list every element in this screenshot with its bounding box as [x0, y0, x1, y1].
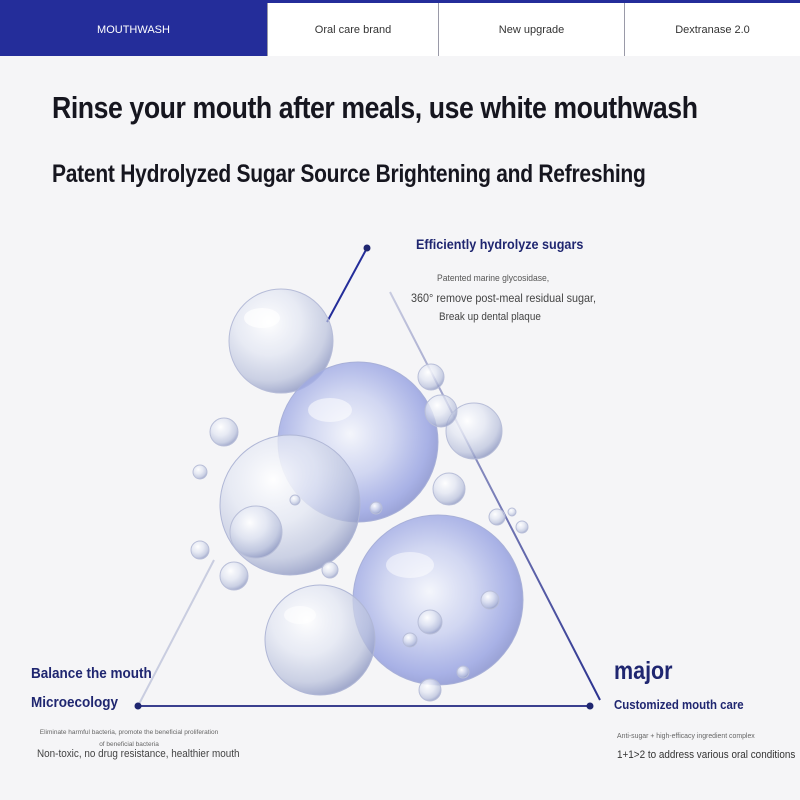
tab-dextranase[interactable]: Dextranase 2.0	[675, 23, 750, 36]
bubble-large-center	[277, 361, 439, 523]
bubble-large-top	[228, 288, 334, 394]
tab-new-upgrade[interactable]: New upgrade	[439, 3, 625, 56]
triangle-line-right	[389, 291, 601, 701]
point-top-line3: Break up dental plaque	[439, 311, 541, 323]
dot-right	[586, 702, 594, 710]
bubble-large-left	[219, 434, 361, 576]
bubble-medium-bottom	[264, 584, 376, 696]
triangle-line-top-left	[326, 247, 368, 323]
page-subheadline: Patent Hydrolyzed Sugar Source Brighteni…	[52, 160, 646, 188]
point-left-title1: Balance the mouth	[31, 665, 152, 682]
top-nav-bar: MOUTHWASH Oral care brand New upgrade De…	[0, 0, 800, 56]
point-left-line: Non-toxic, no drug resistance, healthier…	[37, 748, 240, 760]
tab-mouthwash[interactable]: MOUTHWASH	[0, 3, 268, 56]
page-headline: Rinse your mouth after meals, use white …	[52, 90, 698, 125]
point-right-line: 1+1>2 to address various oral conditions	[617, 749, 796, 761]
bubble-right	[445, 402, 503, 460]
dot-top	[363, 244, 371, 252]
dot-left	[134, 702, 142, 710]
point-top-line1: Patented marine glycosidase,	[437, 273, 550, 284]
point-right-title2: Customized mouth care	[614, 697, 744, 712]
point-top-line2: 360° remove post-meal residual sugar,	[411, 291, 597, 305]
point-right-title1: major	[614, 657, 673, 685]
point-top-title: Efficiently hydrolyze sugars	[416, 236, 584, 252]
bubble-large-bottom-right	[352, 514, 524, 686]
point-left-small: Eliminate harmful bacteria, promote the …	[39, 729, 219, 748]
tab-oral-care-brand[interactable]: Oral care brand	[268, 3, 439, 56]
point-left-title2: Microecology	[31, 694, 119, 711]
triangle-line-left	[137, 559, 215, 707]
point-right-small: Anti-sugar + high-efficacy ingredient co…	[617, 731, 755, 740]
